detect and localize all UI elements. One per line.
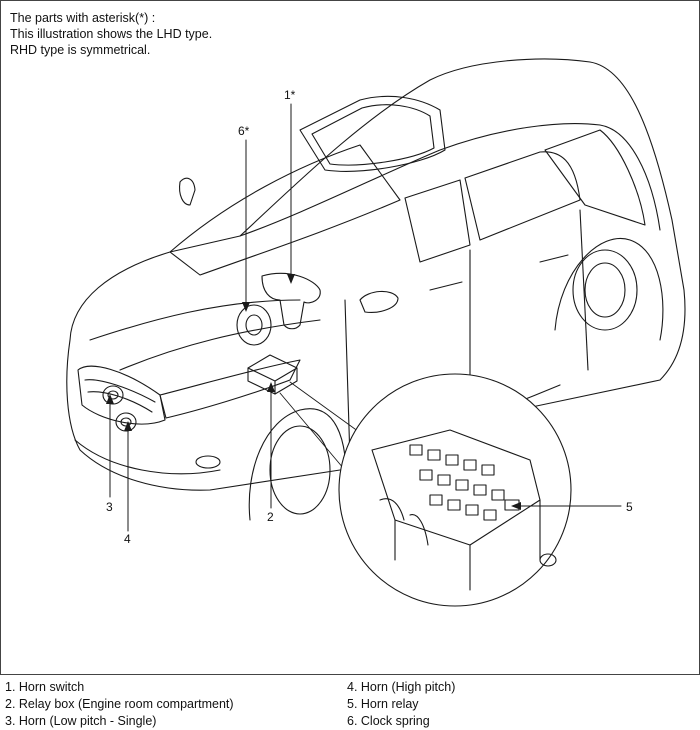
- callout-label-1: 1*: [284, 88, 296, 102]
- callout-label-6: 6*: [238, 124, 250, 138]
- horn-switch-part: [261, 272, 321, 330]
- callout-label-5: 5: [626, 500, 633, 514]
- relay-box-part: [247, 354, 298, 395]
- callout-label-3: 3: [106, 500, 113, 514]
- legend-item: 4. Horn (High pitch): [347, 680, 456, 694]
- legend-item: 1. Horn switch: [5, 680, 85, 694]
- callout-label-2: 2: [267, 510, 274, 524]
- callout-label-4: 4: [124, 532, 131, 546]
- legend-item: 3. Horn (Low pitch - Single): [5, 714, 157, 728]
- relay-detail-inset: [338, 373, 572, 607]
- legend-column-right: 4. Horn (High pitch) 5. Horn relay 6. Cl…: [347, 679, 455, 730]
- header-notes: The parts with asterisk(*) : This illust…: [10, 10, 212, 58]
- legend-column-left: 1. Horn switch 2. Relay box (Engine room…: [5, 679, 234, 730]
- parts-legend: 1. Horn switch 2. Relay box (Engine room…: [0, 679, 700, 729]
- note-line: RHD type is symmetrical.: [10, 43, 151, 57]
- legend-item: 2. Relay box (Engine room compartment): [5, 697, 234, 711]
- vehicle-diagram: 1* 6* 2 3 4 5: [66, 58, 686, 607]
- legend-item: 5. Horn relay: [347, 697, 419, 711]
- note-line: The parts with asterisk(*) :: [10, 11, 156, 25]
- note-line: This illustration shows the LHD type.: [10, 27, 213, 41]
- legend-item: 6. Clock spring: [347, 714, 430, 728]
- clock-spring-part: [236, 304, 272, 346]
